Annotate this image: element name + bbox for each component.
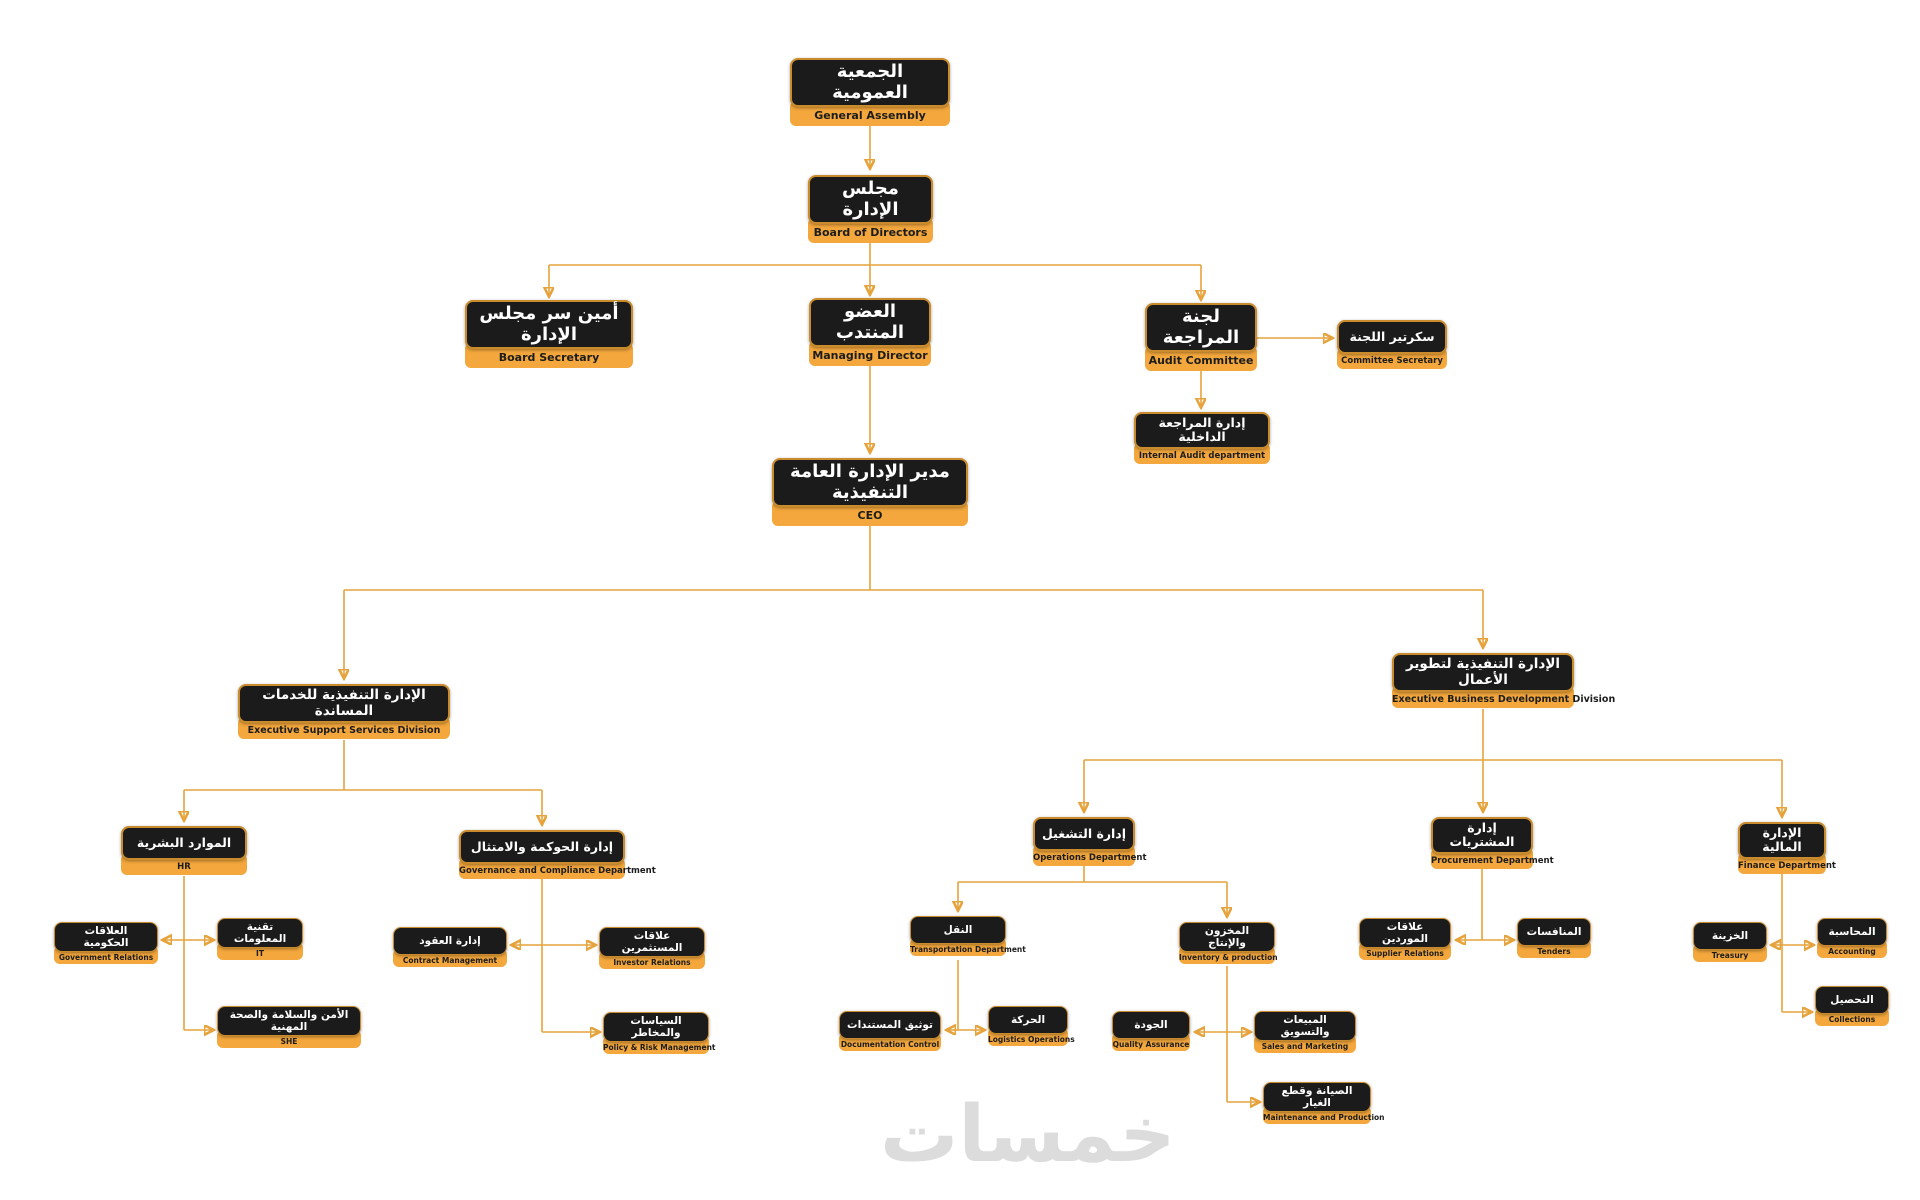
node-arabic-label: علاقات الموردين bbox=[1359, 918, 1451, 949]
khamsat-watermark: خمسات bbox=[880, 1090, 1176, 1180]
node-arabic-label: إدارة المراجعة الداخلية bbox=[1134, 412, 1270, 449]
node-tenders: المنافسات Tenders bbox=[1517, 918, 1591, 958]
node-collections: التحصيل Collections bbox=[1815, 986, 1889, 1026]
node-accounting: المحاسبة Accounting bbox=[1817, 918, 1887, 958]
node-arabic-label: الجمعية العمومية bbox=[790, 58, 950, 108]
node-arabic-label: الأمن والسلامة والصحة المهنية bbox=[217, 1006, 361, 1037]
node-support-services-division: الإدارة التنفيذية للخدمات المساندة Execu… bbox=[238, 684, 450, 740]
node-arabic-label: توثيق المستندات bbox=[839, 1011, 941, 1039]
node-treasury: الخزينة Treasury bbox=[1693, 922, 1767, 962]
node-inventory-production: المخزون والإنتاج Inventory & production bbox=[1179, 922, 1278, 965]
node-policy-risk: السياسات والمخاطر Policy & Risk Manageme… bbox=[603, 1012, 716, 1055]
node-hr: الموارد البشرية HR bbox=[121, 826, 247, 875]
node-committee-secretary: سكرتير اللجنة Committee Secretary bbox=[1337, 320, 1447, 369]
node-arabic-label: لجنة المراجعة bbox=[1145, 303, 1257, 353]
node-transportation: النقل Transportation Department bbox=[910, 916, 1026, 956]
node-quality-assurance: الجودة Quality Assurance bbox=[1112, 1011, 1190, 1051]
node-documentation-control: توثيق المستندات Documentation Control bbox=[839, 1011, 941, 1051]
node-maintenance: الصيانة وقطع الغيار Maintenance and Prod… bbox=[1263, 1082, 1385, 1125]
node-arabic-label: الإدارة التنفيذية لتطوير الأعمال bbox=[1392, 653, 1574, 693]
node-arabic-label: سكرتير اللجنة bbox=[1337, 320, 1447, 354]
node-operations: إدارة التشغيل Operations Department bbox=[1033, 817, 1147, 866]
node-arabic-label: العضو المنتدب bbox=[809, 298, 931, 348]
node-managing-director: العضو المنتدب Managing Director bbox=[809, 298, 931, 367]
node-she: الأمن والسلامة والصحة المهنية SHE bbox=[217, 1006, 361, 1049]
node-arabic-label: المبيعات والتسويق bbox=[1254, 1011, 1356, 1042]
node-arabic-label: مدير الإدارة العامة التنفيذية bbox=[772, 458, 968, 508]
node-arabic-label: الحركة bbox=[988, 1006, 1068, 1034]
node-general-assembly: الجمعية العمومية General Assembly bbox=[790, 58, 950, 127]
node-internal-audit: إدارة المراجعة الداخلية Internal Audit d… bbox=[1134, 412, 1270, 464]
node-arabic-label: المخزون والإنتاج bbox=[1179, 922, 1275, 953]
node-contract-management: إدارة العقود Contract Management bbox=[393, 927, 507, 967]
node-arabic-label: العلاقات الحكومية bbox=[54, 922, 158, 953]
node-arabic-label: الموارد البشرية bbox=[121, 826, 247, 860]
node-arabic-label: التحصيل bbox=[1815, 986, 1889, 1014]
node-ceo: مدير الإدارة العامة التنفيذية CEO bbox=[772, 458, 968, 527]
node-arabic-label: الصيانة وقطع الغيار bbox=[1263, 1082, 1371, 1113]
node-government-relations: العلاقات الحكومية Government Relations bbox=[54, 922, 158, 965]
node-arabic-label: إدارة التشغيل bbox=[1033, 817, 1135, 851]
node-procurement: إدارة المشتريات Procurement Department bbox=[1431, 817, 1554, 869]
node-arabic-label: إدارة العقود bbox=[393, 927, 507, 955]
node-arabic-label: إدارة الحوكمة والامتثال bbox=[459, 830, 625, 864]
node-arabic-label: أمين سر مجلس الإدارة bbox=[465, 300, 633, 350]
node-arabic-label: إدارة المشتريات bbox=[1431, 817, 1533, 854]
node-arabic-label: مجلس الإدارة bbox=[808, 175, 933, 225]
node-arabic-label: الجودة bbox=[1112, 1011, 1190, 1039]
node-board-secretary: أمين سر مجلس الإدارة Board Secretary bbox=[465, 300, 633, 369]
node-board-of-directors: مجلس الإدارة Board of Directors bbox=[808, 175, 933, 244]
node-arabic-label: الإدارة المالية bbox=[1738, 822, 1826, 859]
node-arabic-label: تقنية المعلومات bbox=[217, 918, 303, 949]
node-governance-compliance: إدارة الحوكمة والامتثال Governance and C… bbox=[459, 830, 656, 879]
node-arabic-label: المحاسبة bbox=[1817, 918, 1887, 946]
node-business-development-division: الإدارة التنفيذية لتطوير الأعمال Executi… bbox=[1392, 653, 1615, 709]
node-audit-committee: لجنة المراجعة Audit Committee bbox=[1145, 303, 1257, 372]
node-finance: الإدارة المالية Finance Department bbox=[1738, 822, 1836, 874]
node-supplier-relations: علاقات الموردين Supplier Relations bbox=[1359, 918, 1451, 961]
node-investor-relations: علاقات المستثمرين Investor Relations bbox=[599, 927, 705, 970]
node-arabic-label: السياسات والمخاطر bbox=[603, 1012, 709, 1043]
node-arabic-label: الإدارة التنفيذية للخدمات المساندة bbox=[238, 684, 450, 724]
node-arabic-label: الخزينة bbox=[1693, 922, 1767, 950]
node-arabic-label: النقل bbox=[910, 916, 1006, 944]
node-logistics-operations: الحركة Logistics Operations bbox=[988, 1006, 1075, 1046]
node-arabic-label: علاقات المستثمرين bbox=[599, 927, 705, 958]
node-arabic-label: المنافسات bbox=[1517, 918, 1591, 946]
node-it: تقنية المعلومات IT bbox=[217, 918, 303, 961]
node-sales-marketing: المبيعات والتسويق Sales and Marketing bbox=[1254, 1011, 1356, 1054]
